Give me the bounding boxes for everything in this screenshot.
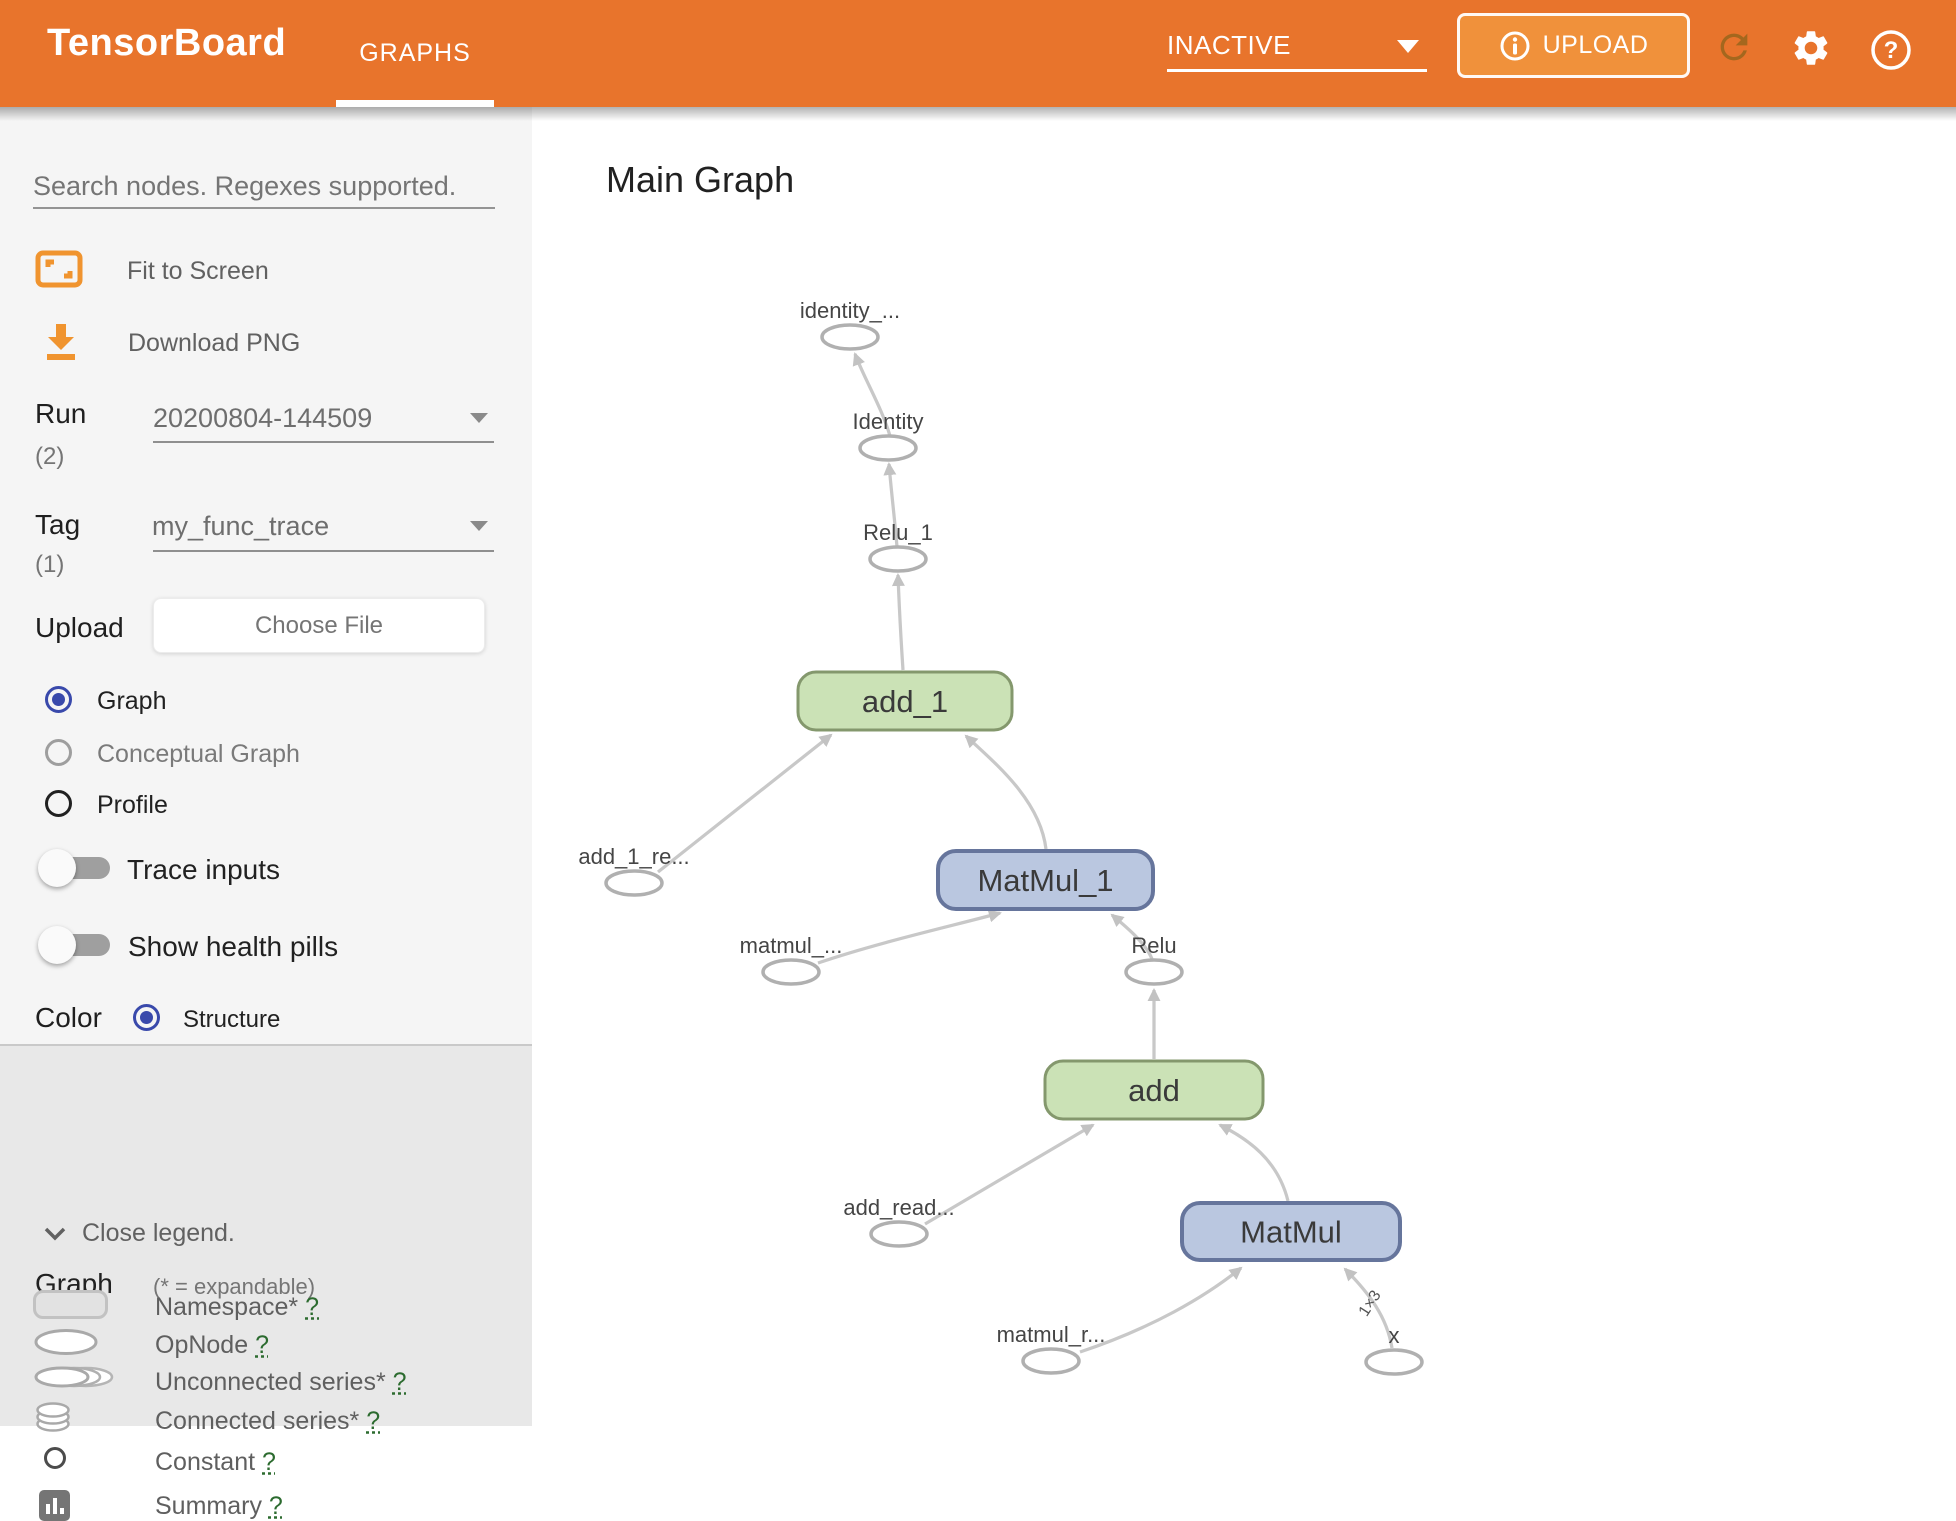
summary-icon: [39, 1490, 70, 1521]
tag-count: (1): [35, 551, 64, 579]
namespace-node-MatMul_1[interactable]: MatMul_1: [938, 851, 1153, 909]
trace-inputs-label: Trace inputs: [127, 854, 280, 886]
svg-text:?: ?: [1884, 37, 1899, 64]
chevron-down-icon: [470, 521, 488, 531]
legend-item-unconnected-series: Unconnected series* ?: [155, 1368, 407, 1397]
gear-icon[interactable]: [1790, 27, 1832, 69]
data-status-value: INACTIVE: [1167, 30, 1291, 61]
show-health-pills-toggle-thumb[interactable]: [38, 926, 76, 964]
namespace-node-MatMul[interactable]: MatMul: [1182, 1203, 1400, 1260]
legend-item-namespace: Namespace* ?: [155, 1293, 319, 1322]
svg-text:MatMul_1: MatMul_1: [977, 863, 1113, 898]
svg-text:add_read...: add_read...: [843, 1195, 954, 1220]
svg-text:Relu_1: Relu_1: [863, 520, 933, 545]
constant-swatch: [43, 1446, 67, 1470]
svg-text:add: add: [1128, 1073, 1180, 1108]
run-select[interactable]: 20200804-144509: [153, 403, 372, 434]
upload-button[interactable]: UPLOAD: [1457, 13, 1690, 78]
download-icon[interactable]: [45, 322, 77, 362]
connected-series-swatch: [35, 1401, 71, 1433]
search-input[interactable]: [33, 165, 495, 209]
summary-help-link[interactable]: ?: [269, 1492, 283, 1520]
radio-conceptual-graph-label: Conceptual Graph: [97, 740, 300, 769]
op-node-Relu_1[interactable]: Relu_1: [863, 520, 933, 571]
close-legend-button[interactable]: Close legend.: [43, 1219, 235, 1248]
radio-color-structure[interactable]: [133, 1004, 160, 1031]
tag-label: Tag: [35, 509, 80, 541]
fit-to-screen-icon[interactable]: [35, 250, 83, 288]
opnode-help-link[interactable]: ?: [255, 1331, 269, 1359]
radio-graph-label: Graph: [97, 687, 166, 716]
op-node-add_read[interactable]: add_read...: [843, 1195, 954, 1246]
radio-color-structure-label: Structure: [183, 1006, 280, 1034]
help-icon[interactable]: ?: [1870, 29, 1912, 71]
op-node-x[interactable]: x: [1366, 1323, 1422, 1374]
refresh-icon[interactable]: [1714, 27, 1754, 67]
svg-text:matmul_r...: matmul_r...: [997, 1322, 1106, 1347]
radio-profile-label: Profile: [97, 791, 168, 820]
op-node-add_1_re[interactable]: add_1_re...: [578, 844, 689, 895]
show-health-pills-label: Show health pills: [128, 931, 338, 963]
chevron-down-icon: [1397, 40, 1419, 53]
namespace-swatch: [33, 1290, 108, 1319]
svg-text:identity_...: identity_...: [800, 298, 900, 323]
svg-text:add_1_re...: add_1_re...: [578, 844, 689, 869]
tab-graphs[interactable]: GRAPHS: [336, 0, 494, 107]
graph-edge: [1220, 1125, 1288, 1201]
op-node-Identity[interactable]: Identity: [853, 409, 924, 460]
constant-help-link[interactable]: ?: [262, 1448, 276, 1476]
sidebar: Fit to Screen Download PNG Run (2) 20200…: [0, 107, 532, 1426]
choose-file-button[interactable]: Choose File: [153, 598, 485, 653]
radio-graph[interactable]: [45, 686, 72, 713]
app-logo: TensorBoard: [47, 22, 286, 65]
graph-edge: [966, 736, 1046, 849]
unconnected-series-help-link[interactable]: ?: [393, 1368, 407, 1396]
close-legend-label: Close legend.: [82, 1219, 235, 1248]
info-icon: [1499, 30, 1531, 62]
run-select-underline: [153, 441, 494, 443]
svg-text:matmul_...: matmul_...: [740, 933, 843, 958]
svg-text:MatMul: MatMul: [1240, 1215, 1342, 1250]
svg-text:Identity: Identity: [853, 409, 924, 434]
legend-item-opnode: OpNode ?: [155, 1331, 269, 1360]
graph-edge: [898, 575, 903, 670]
download-png-button[interactable]: Download PNG: [128, 329, 300, 358]
color-label: Color: [35, 1002, 102, 1034]
legend-item-summary: Summary ?: [155, 1492, 283, 1521]
fit-to-screen-button[interactable]: Fit to Screen: [127, 257, 269, 286]
run-count: (2): [35, 443, 64, 471]
run-label: Run: [35, 398, 86, 430]
radio-conceptual-graph[interactable]: [45, 739, 72, 766]
trace-inputs-toggle-thumb[interactable]: [38, 849, 76, 887]
choose-file-label: Choose File: [255, 612, 383, 640]
op-node-Relu[interactable]: Relu: [1126, 933, 1182, 984]
tab-active-underline: [336, 100, 494, 107]
graph-canvas[interactable]: 1×3 identity_...IdentityRelu_1add_1_re..…: [532, 107, 1956, 1426]
data-status-select[interactable]: INACTIVE: [1167, 24, 1427, 72]
chevron-down-icon: [43, 1226, 67, 1242]
graph-edge: [818, 913, 1000, 963]
legend-item-constant: Constant ?: [155, 1448, 276, 1477]
app-header: TensorBoard GRAPHS INACTIVE UPLOAD ?: [0, 0, 1956, 107]
tag-select[interactable]: my_func_trace: [152, 511, 329, 542]
namespace-node-add_1[interactable]: add_1: [798, 672, 1012, 730]
legend-item-connected-series: Connected series* ?: [155, 1407, 380, 1436]
radio-profile[interactable]: [45, 790, 72, 817]
tag-select-underline: [153, 550, 494, 552]
namespace-help-link[interactable]: ?: [305, 1293, 319, 1321]
upload-label: Upload: [35, 612, 124, 644]
connected-series-help-link[interactable]: ?: [366, 1407, 380, 1435]
svg-text:x: x: [1389, 1323, 1400, 1348]
upload-button-label: UPLOAD: [1543, 31, 1649, 60]
op-node-identity_[interactable]: identity_...: [800, 298, 900, 349]
namespace-node-add[interactable]: add: [1045, 1061, 1263, 1119]
unconnected-series-swatch: [33, 1366, 115, 1388]
main-graph-panel: Main Graph 1×3 identity_...IdentityRelu_…: [532, 107, 1956, 1426]
svg-text:Relu: Relu: [1131, 933, 1176, 958]
svg-text:add_1: add_1: [862, 684, 948, 719]
legend-section: Close legend. Graph (* = expandable) Nam…: [0, 1044, 532, 1426]
chevron-down-icon: [470, 413, 488, 423]
opnode-swatch: [33, 1328, 99, 1356]
